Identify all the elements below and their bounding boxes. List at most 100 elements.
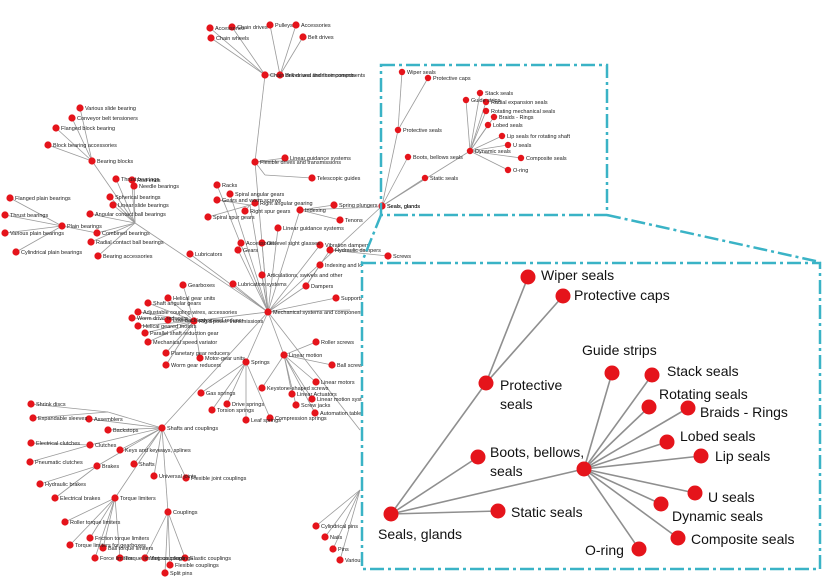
overview-node[interactable] bbox=[86, 534, 94, 542]
overview-node[interactable] bbox=[164, 508, 172, 516]
overview-node[interactable] bbox=[330, 201, 338, 209]
overview-node[interactable] bbox=[99, 544, 107, 552]
overview-node[interactable] bbox=[161, 569, 169, 577]
overview-node[interactable] bbox=[190, 317, 198, 325]
overview-node[interactable] bbox=[258, 384, 266, 392]
overview-node[interactable] bbox=[26, 458, 34, 466]
overview-node[interactable] bbox=[311, 409, 319, 417]
overview-node[interactable] bbox=[207, 34, 215, 42]
overview-node[interactable] bbox=[186, 250, 194, 258]
overview-node[interactable] bbox=[158, 424, 166, 432]
overview-node[interactable] bbox=[104, 426, 112, 434]
overview-node[interactable] bbox=[384, 252, 392, 260]
node-o-ring[interactable] bbox=[631, 541, 647, 557]
overview-node[interactable] bbox=[299, 33, 307, 41]
overview-node[interactable] bbox=[76, 104, 84, 112]
overview-node[interactable] bbox=[237, 239, 245, 247]
seals-overview-node[interactable] bbox=[394, 126, 402, 134]
overview-node[interactable] bbox=[141, 329, 149, 337]
overview-node[interactable] bbox=[1, 229, 9, 237]
node-lobed-seals[interactable] bbox=[659, 434, 675, 450]
overview-node[interactable] bbox=[280, 351, 288, 359]
overview-node[interactable] bbox=[266, 21, 274, 29]
overview-node[interactable] bbox=[213, 181, 221, 189]
overview-node[interactable] bbox=[226, 190, 234, 198]
overview-node[interactable] bbox=[87, 238, 95, 246]
overview-node[interactable] bbox=[206, 24, 214, 32]
overview-node[interactable] bbox=[162, 349, 170, 357]
overview-node[interactable] bbox=[266, 414, 274, 422]
overview-node[interactable] bbox=[27, 400, 35, 408]
node-rotating-seals[interactable] bbox=[641, 399, 657, 415]
overview-node[interactable] bbox=[86, 441, 94, 449]
seals-overview-node[interactable] bbox=[490, 113, 498, 121]
overview-node[interactable] bbox=[229, 280, 237, 288]
overview-node[interactable] bbox=[296, 206, 304, 214]
overview-node[interactable] bbox=[292, 21, 300, 29]
node-lip-seals[interactable] bbox=[693, 448, 709, 464]
node-boots-bellows-seals[interactable] bbox=[470, 449, 486, 465]
seals-overview-node[interactable] bbox=[398, 68, 406, 76]
overview-node[interactable] bbox=[68, 114, 76, 122]
seals-overview-node[interactable] bbox=[476, 89, 484, 97]
overview-node[interactable] bbox=[208, 406, 216, 414]
overview-node[interactable] bbox=[12, 248, 20, 256]
overview-node[interactable] bbox=[116, 446, 124, 454]
node-stack-seals[interactable] bbox=[644, 367, 660, 383]
overview-node[interactable] bbox=[181, 554, 189, 562]
overview-node[interactable] bbox=[213, 196, 221, 204]
overview-node[interactable] bbox=[162, 361, 170, 369]
overview-node[interactable] bbox=[242, 416, 250, 424]
overview-node[interactable] bbox=[61, 518, 69, 526]
overview-node[interactable] bbox=[66, 541, 74, 549]
overview-node[interactable] bbox=[58, 222, 66, 230]
overview-node[interactable] bbox=[91, 554, 99, 562]
overview-node[interactable] bbox=[312, 338, 320, 346]
overview-node[interactable] bbox=[312, 522, 320, 530]
overview-node[interactable] bbox=[179, 281, 187, 289]
overview-node[interactable] bbox=[234, 246, 242, 254]
overview-node[interactable] bbox=[251, 158, 259, 166]
overview-node[interactable] bbox=[316, 261, 324, 269]
overview-node[interactable] bbox=[332, 294, 340, 302]
seals-overview-node[interactable] bbox=[404, 153, 412, 161]
overview-node[interactable] bbox=[44, 141, 52, 149]
node-protective-caps[interactable] bbox=[555, 288, 571, 304]
overview-node[interactable] bbox=[336, 556, 344, 564]
node-u-seals[interactable] bbox=[687, 485, 703, 501]
overview-node[interactable] bbox=[336, 216, 344, 224]
overview-node[interactable] bbox=[328, 361, 336, 369]
overview-node[interactable] bbox=[258, 239, 266, 247]
overview-node[interactable] bbox=[197, 389, 205, 397]
seals-overview-node[interactable] bbox=[482, 98, 490, 106]
overview-node[interactable] bbox=[274, 224, 282, 232]
overview-node[interactable] bbox=[276, 71, 284, 79]
overview-node[interactable] bbox=[223, 400, 231, 408]
overview-node[interactable] bbox=[6, 194, 14, 202]
overview-node[interactable] bbox=[164, 294, 172, 302]
overview-node[interactable] bbox=[308, 395, 316, 403]
overview-node[interactable] bbox=[85, 415, 93, 423]
node-braids-rings[interactable] bbox=[680, 400, 696, 416]
overview-node[interactable] bbox=[196, 354, 204, 362]
overview-node[interactable] bbox=[134, 308, 142, 316]
seals-overview-node[interactable] bbox=[462, 96, 470, 104]
node-composite-seals[interactable] bbox=[670, 530, 686, 546]
seals-overview-node[interactable] bbox=[424, 74, 432, 82]
overview-node[interactable] bbox=[94, 252, 102, 260]
seals-overview-node[interactable] bbox=[504, 141, 512, 149]
overview-node[interactable] bbox=[251, 199, 259, 207]
overview-node[interactable] bbox=[36, 480, 44, 488]
overview-node[interactable] bbox=[228, 23, 236, 31]
overview-node[interactable] bbox=[261, 71, 269, 79]
overview-node[interactable] bbox=[329, 545, 337, 553]
overview-node[interactable] bbox=[312, 378, 320, 386]
overview-node[interactable] bbox=[292, 401, 300, 409]
node-protective-seals[interactable] bbox=[478, 375, 494, 391]
overview-node[interactable] bbox=[204, 213, 212, 221]
overview-node[interactable] bbox=[109, 201, 117, 209]
overview-node[interactable] bbox=[302, 282, 310, 290]
overview-node[interactable] bbox=[86, 210, 94, 218]
seals-overview-node[interactable] bbox=[421, 174, 429, 182]
overview-node[interactable] bbox=[316, 241, 324, 249]
